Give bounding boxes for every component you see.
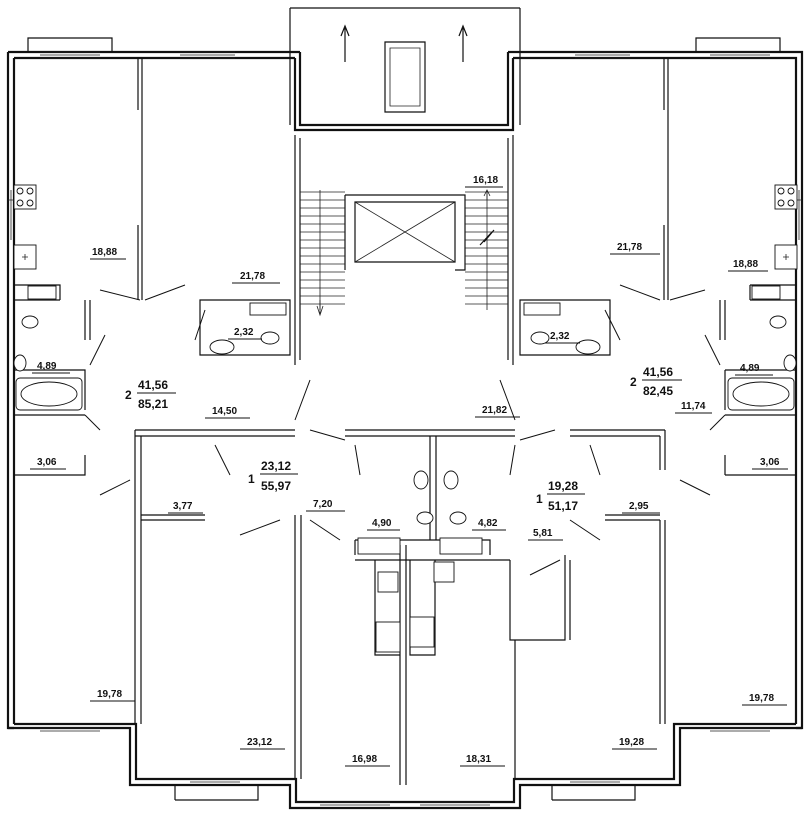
windows: [8, 51, 802, 806]
apartment-living-area: 23,12: [261, 459, 291, 473]
room-area-label: 19,28: [619, 737, 644, 748]
room-area-label: 14,50: [212, 406, 237, 417]
room-area-label: 7,20: [313, 499, 333, 510]
room-area-label: 23,12: [247, 737, 272, 748]
room-area-label: 5,81: [533, 528, 553, 539]
room-area-label: 3,06: [37, 457, 57, 468]
apartment-total-area: 55,97: [261, 479, 291, 493]
apartment-rooms: 1: [536, 492, 543, 506]
room-area-label: 18,31: [466, 754, 491, 765]
apartment-living-area: 41,56: [138, 378, 168, 392]
room-area-label: 16,98: [352, 754, 377, 765]
apartment-rooms: 1: [248, 472, 255, 486]
doors: [84, 284, 726, 576]
room-area-label: 18,88: [733, 259, 758, 270]
room-area-label: 11,74: [681, 401, 706, 412]
apartment-labels: 2 41,56 85,21 1 23,12 55,97 1 19,28 51,1…: [125, 365, 682, 513]
apartment-total-area: 51,17: [548, 499, 578, 513]
room-area-label: 3,06: [760, 457, 780, 468]
room-area-label: 2,95: [629, 501, 649, 512]
fixtures: [13, 184, 798, 653]
apartment-total-area: 82,45: [643, 384, 673, 398]
room-area-label: 18,88: [92, 247, 117, 258]
apartment-living-area: 19,28: [548, 479, 578, 493]
apartment-rooms: 2: [630, 375, 637, 389]
room-area-label: 2,32: [550, 331, 570, 342]
room-area-label: 4,90: [372, 518, 392, 529]
room-area-label: 4,89: [37, 361, 57, 372]
room-area-label: 21,78: [617, 242, 642, 253]
room-area-label: 4,82: [478, 518, 498, 529]
room-area-label: 16,18: [473, 175, 498, 186]
apartment-total-area: 85,21: [138, 397, 168, 411]
room-area-label: 21,82: [482, 405, 507, 416]
room-area-label: 19,78: [97, 689, 122, 700]
room-area-label: 4,89: [740, 363, 760, 374]
room-area-label: 21,78: [240, 271, 265, 282]
interior-walls: [14, 58, 796, 785]
room-area-label: 3,77: [173, 501, 193, 512]
apartment-living-area: 41,56: [643, 365, 673, 379]
outer-walls: [6, 7, 804, 810]
room-area-label: 2,32: [234, 327, 254, 338]
room-area-label: 19,78: [749, 693, 774, 704]
apartment-rooms: 2: [125, 388, 132, 402]
arrows: [316, 24, 495, 317]
room-labels: 18,88 21,78 16,18 21,78 18,88 2,32 2,32 …: [30, 175, 788, 767]
